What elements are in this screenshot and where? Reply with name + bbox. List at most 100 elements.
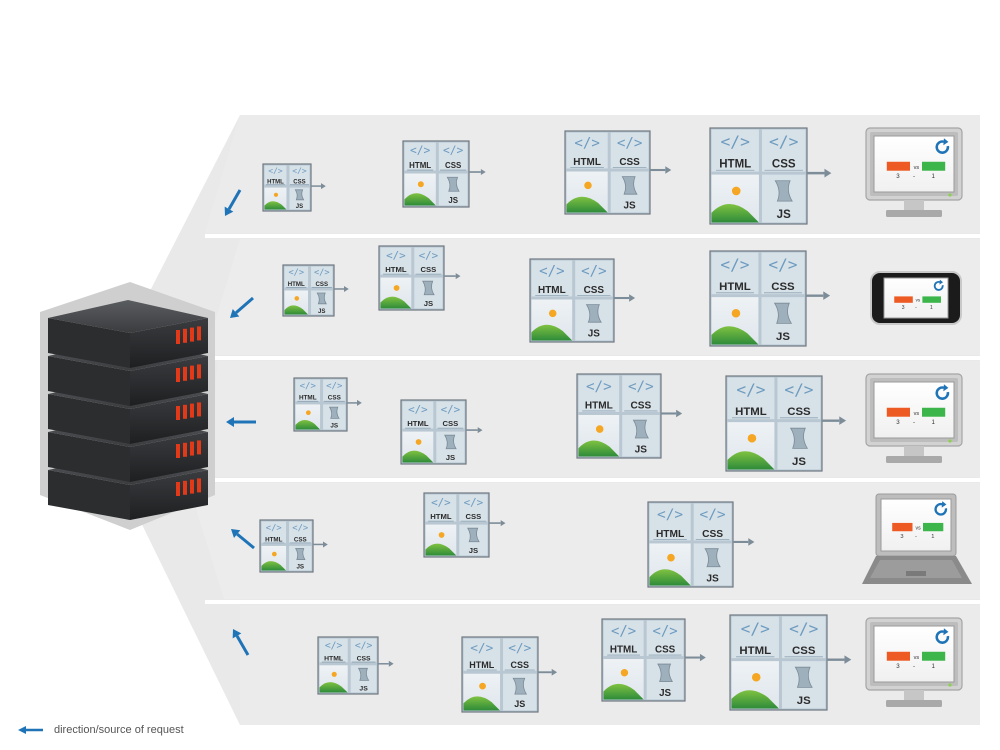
js-label: JS [330,423,338,430]
hill-icon [566,196,608,213]
code-glyph: </> [470,641,493,656]
sun-icon [731,308,741,318]
desktop-monitor-icon: vs3-1 [865,373,963,463]
lane-panels [130,115,980,725]
sun-icon [415,439,422,445]
code-glyph: </> [741,619,770,638]
hill-icon [404,193,436,206]
css-label: CSS [445,161,461,170]
css-label: CSS [294,536,307,543]
code-glyph: </> [789,619,818,638]
vs-label: vs [916,526,922,532]
js-label: JS [446,453,455,462]
refresh-icon[interactable] [935,384,950,400]
hill-icon [261,561,287,571]
js-label: JS [424,299,433,308]
score-left-value: 3 [896,663,900,670]
js-label: JS [514,699,525,709]
script-scroll-icon [294,548,306,560]
code-glyph: </> [700,507,726,523]
refresh-icon[interactable] [935,628,950,644]
css-label: CSS [584,285,605,296]
code-glyph: </> [355,640,373,651]
server-light [176,444,180,458]
html-label: HTML [288,281,305,288]
score-bar-right [922,296,941,303]
sun-icon [271,551,277,557]
js-label: JS [318,308,325,315]
server-light [176,368,180,382]
code-glyph: </> [300,382,317,392]
html-label: HTML [719,281,751,293]
html-label: HTML [299,395,317,402]
hill-icon [319,682,348,693]
sun-icon [393,285,400,291]
css-label: CSS [466,512,482,521]
hill-icon [727,451,775,470]
script-scroll-icon [773,302,793,324]
code-glyph: </> [443,144,464,157]
server-light [197,440,201,455]
js-label: JS [588,329,601,340]
code-glyph: </> [419,249,439,262]
legend-label: direction/source of request [54,724,184,736]
css-label: CSS [771,281,795,293]
code-glyph: </> [628,379,654,395]
js-label: JS [792,456,806,468]
desktop-monitor-icon: vs3-1 [865,127,963,217]
hill-icon [649,569,691,586]
request-arrow-icon [230,296,254,318]
code-glyph: </> [408,403,428,416]
desktop-monitor-icon: vs3-1 [865,617,963,707]
script-scroll-icon [294,189,305,201]
vs-label: vs [914,655,920,661]
code-glyph: </> [539,264,564,280]
code-glyph: </> [314,268,330,278]
lane-3-tiles: </>HTML</>CSSJS</>HTML</>CSSJS</>HTML</>… [293,373,847,472]
hill-icon [295,419,321,430]
sun-icon [747,433,757,443]
sun-icon [731,186,741,196]
css-label: CSS [702,529,723,540]
refresh-icon[interactable] [935,138,950,154]
lane-1-tiles: </>HTML</>CSSJS</>HTML</>CSSJS</>HTML</>… [262,127,832,225]
html-label: HTML [573,157,601,168]
score-left-value: 3 [896,173,900,180]
script-scroll-icon [632,419,649,439]
code-glyph: </> [657,507,683,523]
score-separator: - [913,663,915,670]
server-light [183,328,187,343]
sun-icon [595,425,604,433]
html-label: HTML [538,285,566,296]
js-label: JS [706,574,719,585]
css-label: CSS [619,157,640,168]
score-bar-left [894,296,913,303]
score-bar-left [886,407,910,417]
refresh-icon[interactable] [933,279,944,291]
html-label: HTML [407,419,429,428]
script-scroll-icon [512,677,528,695]
vs-label: vs [916,298,921,303]
score-separator: - [913,173,915,180]
smartphone-icon: vs3-1 [870,271,962,325]
laptop-icon: vs3-1 [862,493,972,584]
script-scroll-icon [774,180,793,202]
css-label: CSS [655,645,676,656]
refresh-icon[interactable] [934,501,948,516]
code-glyph: </> [268,166,283,175]
server-unit [48,300,208,368]
request-arrow-icon [226,417,256,427]
html-label: HTML [267,179,284,185]
score-separator: - [915,534,917,540]
js-label: JS [296,564,304,571]
score-right-value: 1 [931,534,934,540]
server-light [183,366,187,381]
